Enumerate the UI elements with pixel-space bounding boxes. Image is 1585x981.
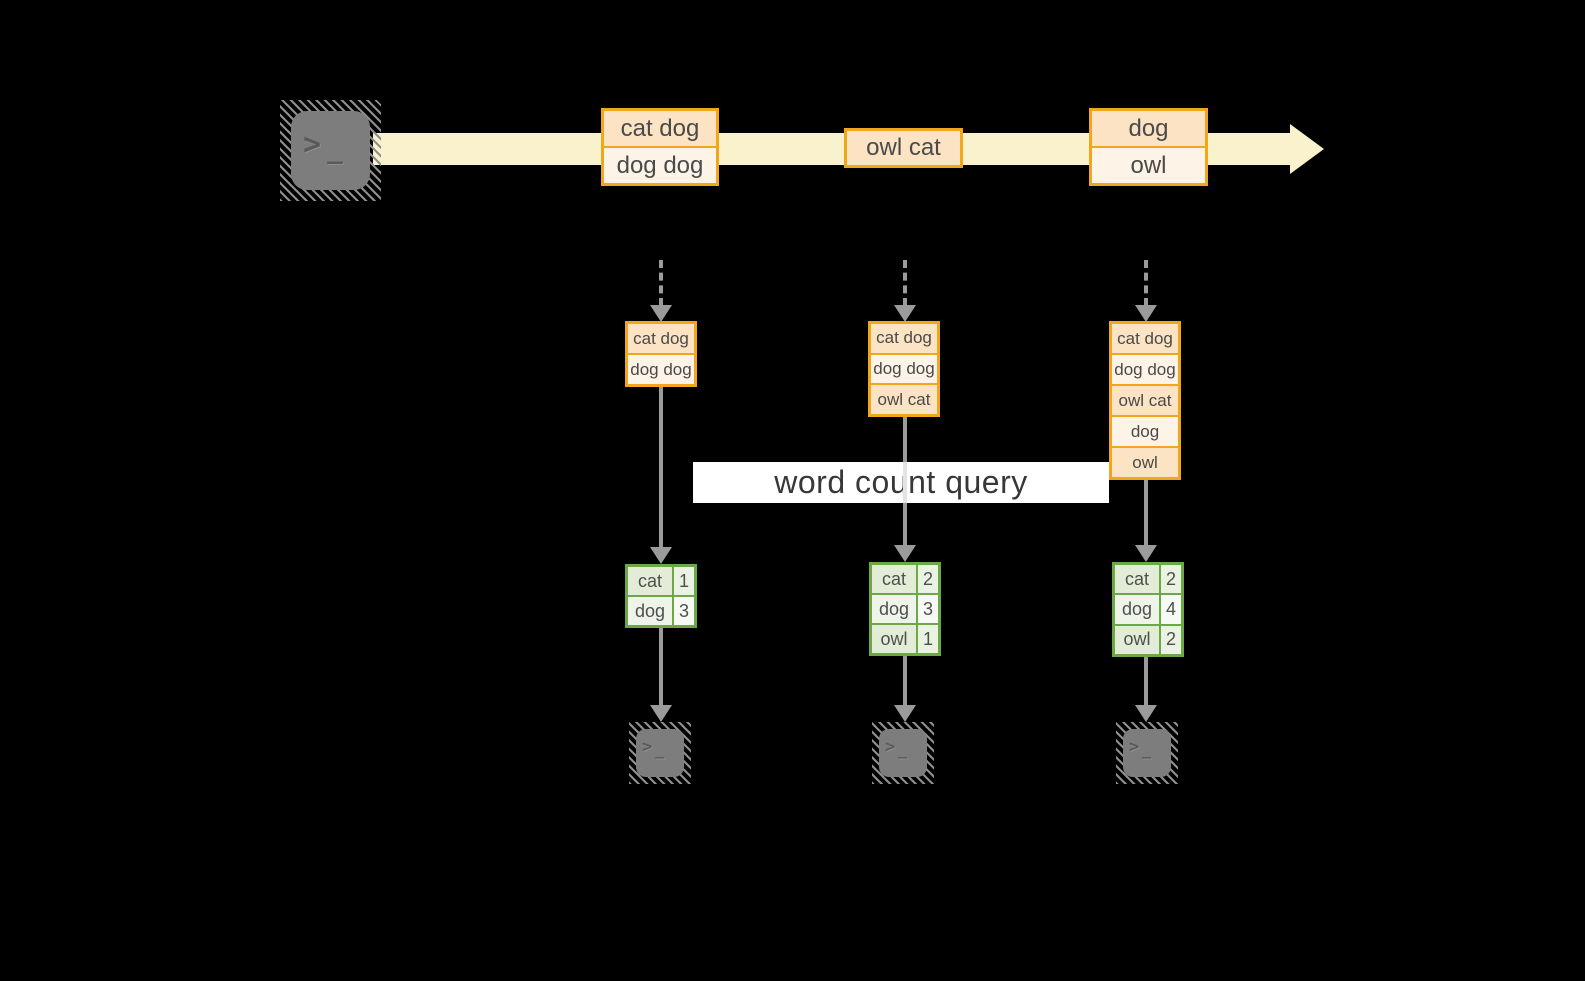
- arrow-line: [903, 656, 907, 706]
- terminal-body: > _: [291, 111, 370, 190]
- dashed-arrow-line: [903, 260, 907, 306]
- sink-terminal-icon-2: > _: [872, 722, 934, 784]
- terminal-body: > _: [879, 729, 927, 777]
- state-line: dog dog: [628, 353, 694, 384]
- table-row: cat 2: [872, 565, 938, 593]
- word-cell: dog: [872, 595, 916, 623]
- word-cell: cat: [628, 567, 672, 595]
- state-line: dog dog: [1112, 353, 1178, 384]
- state-line: owl: [1112, 446, 1178, 477]
- prompt-underscore-glyph: _: [655, 741, 665, 759]
- terminal-prompt-icon: > _: [642, 737, 664, 758]
- count-table-2: cat 2 dog 3 owl 1: [869, 562, 941, 656]
- arrowhead-icon: [650, 705, 672, 722]
- word-cell: owl: [872, 625, 916, 653]
- stream-batch-1: cat dog dog dog: [601, 108, 719, 186]
- word-cell: dog: [628, 597, 672, 625]
- table-row: cat 1: [628, 567, 694, 595]
- sink-terminal-icon-3: > _: [1116, 722, 1178, 784]
- prompt-arrow-glyph: >: [642, 737, 653, 757]
- terminal-prompt-icon: > _: [1129, 737, 1151, 758]
- dashed-arrow-line: [1144, 260, 1148, 306]
- count-table-1: cat 1 dog 3: [625, 564, 697, 628]
- arrowhead-icon: [1135, 305, 1157, 322]
- dashed-arrow-line: [659, 260, 663, 306]
- count-table-3: cat 2 dog 4 owl 2: [1112, 562, 1184, 657]
- arrowhead-icon: [894, 545, 916, 562]
- table-row: dog 4: [1115, 595, 1181, 624]
- count-cell: 3: [674, 597, 694, 625]
- arrow-line: [1144, 657, 1148, 706]
- count-cell: 2: [1161, 625, 1181, 654]
- arrow-line: [659, 387, 663, 548]
- count-cell: 1: [674, 567, 694, 595]
- prompt-underscore-glyph: _: [327, 135, 343, 165]
- batch-line: dog dog: [604, 146, 716, 183]
- state-line: cat dog: [871, 324, 937, 353]
- terminal-prompt-icon: > _: [885, 737, 907, 758]
- source-terminal-icon: > _: [280, 100, 381, 201]
- arrow-line: [659, 628, 663, 706]
- sink-terminal-icon-1: > _: [629, 722, 691, 784]
- count-cell: 2: [1161, 565, 1181, 594]
- arrowhead-icon: [894, 705, 916, 722]
- table-row: owl 1: [872, 625, 938, 653]
- prompt-underscore-glyph: _: [898, 741, 908, 759]
- arrow-through-label: [903, 462, 907, 503]
- prompt-arrow-glyph: >: [303, 127, 322, 162]
- terminal-prompt-icon: > _: [303, 127, 343, 165]
- table-row: dog 3: [628, 597, 694, 625]
- state-line: cat dog: [1112, 324, 1178, 353]
- count-cell: 3: [918, 595, 938, 623]
- word-cell: dog: [1115, 595, 1159, 624]
- query-label: word count query: [693, 462, 1109, 503]
- stream-arrowhead-icon: [1290, 124, 1324, 174]
- terminal-body: > _: [636, 729, 684, 777]
- state-line: owl cat: [871, 383, 937, 415]
- word-cell: cat: [872, 565, 916, 593]
- table-row: dog 3: [872, 595, 938, 623]
- prompt-arrow-glyph: >: [1129, 737, 1140, 757]
- state-line: owl cat: [1112, 384, 1178, 415]
- stream-batch-3: dog owl: [1089, 108, 1208, 186]
- state-line: dog: [1112, 415, 1178, 446]
- state-box-3: cat dog dog dog owl cat dog owl: [1109, 321, 1181, 480]
- stream-batch-2: owl cat: [844, 128, 963, 168]
- count-cell: 4: [1161, 595, 1181, 624]
- state-line: dog dog: [871, 352, 937, 384]
- table-row: owl 2: [1115, 625, 1181, 654]
- batch-line: cat dog: [604, 111, 716, 146]
- arrowhead-icon: [1135, 545, 1157, 562]
- prompt-underscore-glyph: _: [1142, 741, 1152, 759]
- batch-line: owl cat: [847, 131, 960, 165]
- batch-line: owl: [1092, 146, 1205, 183]
- state-box-1: cat dog dog dog: [625, 321, 697, 387]
- word-cell: owl: [1115, 625, 1159, 654]
- prompt-arrow-glyph: >: [885, 737, 896, 757]
- table-row: cat 2: [1115, 565, 1181, 594]
- arrowhead-icon: [650, 305, 672, 322]
- state-line: cat dog: [628, 324, 694, 353]
- batch-line: dog: [1092, 111, 1205, 146]
- arrowhead-icon: [894, 305, 916, 322]
- arrowhead-icon: [650, 547, 672, 564]
- word-cell: cat: [1115, 565, 1159, 594]
- count-cell: 2: [918, 565, 938, 593]
- state-box-2: cat dog dog dog owl cat: [868, 321, 940, 417]
- arrowhead-icon: [1135, 705, 1157, 722]
- arrow-line: [1144, 480, 1148, 546]
- terminal-body: > _: [1123, 729, 1171, 777]
- count-cell: 1: [918, 625, 938, 653]
